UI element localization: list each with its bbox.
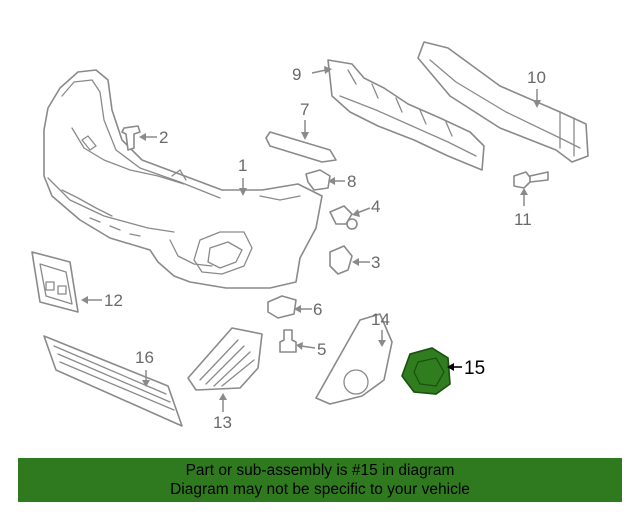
part-14-fog-bezel[interactable] <box>315 313 393 405</box>
parts-diagram: 1 2 3 4 5 6 7 8 9 10 11 12 13 14 15 16 <box>31 41 589 432</box>
part-15-fog-cover[interactable] <box>401 347 451 395</box>
info-banner: Part or sub-assembly is #15 in diagram D… <box>18 458 622 502</box>
part-3-bracket[interactable] <box>329 245 353 275</box>
part-5-bolt[interactable] <box>279 329 297 353</box>
callout-labels: 1 2 3 4 5 6 7 8 9 10 11 12 13 14 15 16 <box>104 65 546 432</box>
callout-15: 15 <box>464 358 485 379</box>
callout-11: 11 <box>514 210 532 229</box>
callout-7: 7 <box>300 100 309 119</box>
callout-12: 12 <box>104 291 123 310</box>
callout-14: 14 <box>371 310 390 329</box>
callout-5: 5 <box>317 340 326 359</box>
callout-3: 3 <box>371 253 380 272</box>
part-4-retainer[interactable] <box>329 205 358 230</box>
part-11-bolt[interactable] <box>513 171 549 189</box>
callout-9: 9 <box>292 65 301 84</box>
leader-lines <box>81 66 541 412</box>
part-9-absorber[interactable] <box>327 59 485 171</box>
callout-16: 16 <box>135 348 154 367</box>
part-13-grille[interactable] <box>187 327 263 391</box>
part-10-reinforcement-beam[interactable] <box>417 41 589 163</box>
callout-4: 4 <box>371 197 380 216</box>
callout-10: 10 <box>527 68 546 87</box>
callout-6: 6 <box>313 300 322 319</box>
banner-line-2: Diagram may not be specific to your vehi… <box>170 481 470 498</box>
part-16-lower-grille[interactable] <box>43 335 183 427</box>
callout-8: 8 <box>347 172 356 191</box>
part-8-clip[interactable] <box>305 169 331 191</box>
part-6-nut[interactable] <box>267 295 297 319</box>
part-1-bumper-cover[interactable] <box>43 69 323 289</box>
part-7-bracket[interactable] <box>265 131 337 163</box>
banner-line-1: Part or sub-assembly is #15 in diagram <box>185 462 455 479</box>
callout-1: 1 <box>238 156 247 175</box>
callout-2: 2 <box>159 128 168 147</box>
part-12-license-bracket[interactable] <box>31 251 79 313</box>
callout-13: 13 <box>213 413 232 432</box>
part-2-clip[interactable] <box>121 125 141 151</box>
